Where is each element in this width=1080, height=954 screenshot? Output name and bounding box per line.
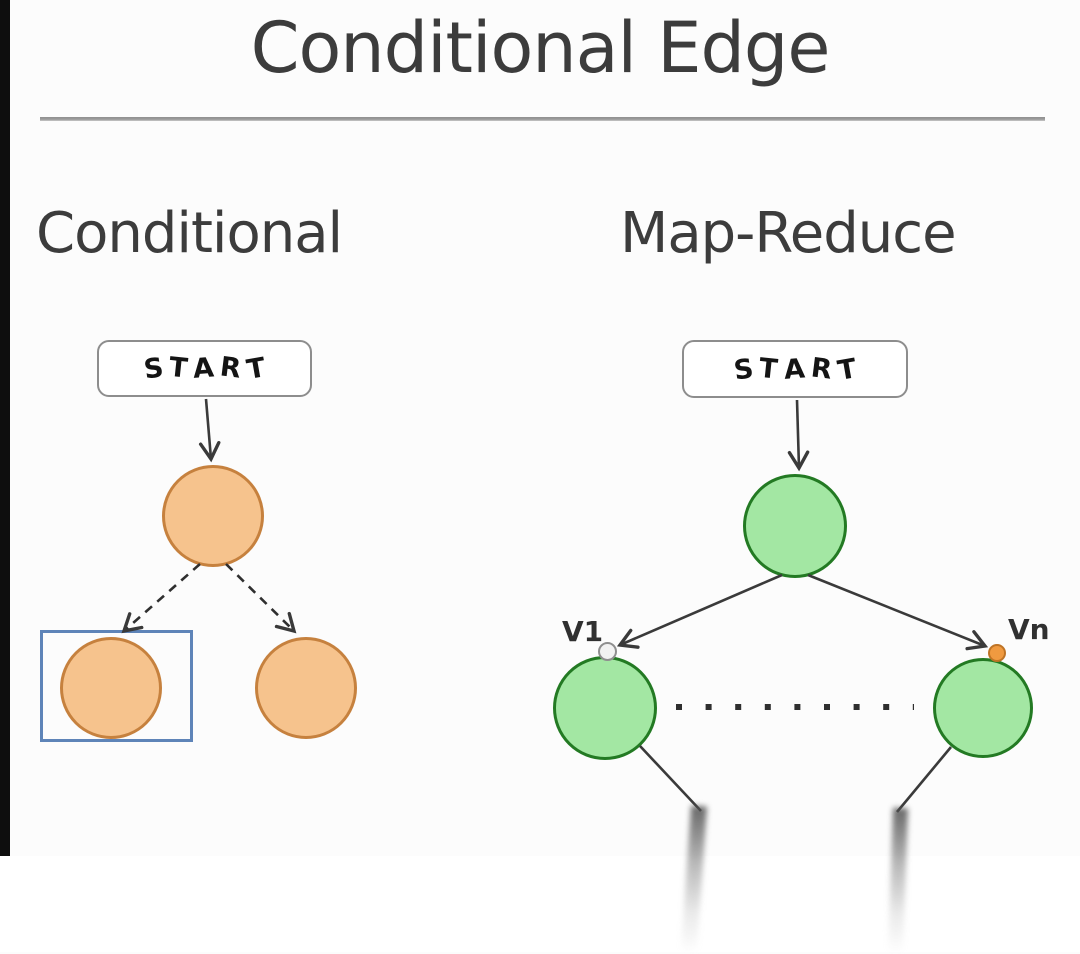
mapreduce-root-node (743, 474, 847, 578)
conditional-dashed-edge-right (225, 563, 297, 634)
v1-label: V1 (562, 615, 604, 648)
mapreduce-edge-to-v1 (616, 573, 783, 649)
title-divider (40, 117, 1045, 121)
conditional-branch-node-right (255, 637, 357, 739)
bottom-white-band (0, 856, 1080, 952)
conditional-start-node: START (97, 340, 312, 397)
mapreduce-vn-node (933, 658, 1033, 758)
mapreduce-start-edge (787, 399, 810, 472)
mapreduce-start-node: START (682, 340, 908, 398)
mapreduce-edge-to-vn (807, 573, 989, 651)
conditional-start-edge (198, 398, 221, 463)
heading-map-reduce: Map-Reduce (620, 201, 957, 266)
mapreduce-start-label: START (731, 351, 865, 387)
vn-outgoing-edge (896, 746, 952, 813)
conditional-branch-node-selected (60, 637, 162, 739)
page-title: Conditional Edge (250, 7, 831, 89)
mapreduce-v1-node (553, 656, 657, 760)
selection-box (40, 630, 193, 742)
left-edge-bar (0, 0, 10, 856)
conditional-start-label: START (141, 351, 275, 386)
v1-port-handle (598, 642, 617, 661)
vn-label: Vn (1008, 613, 1050, 646)
conditional-dashed-edge-left (121, 563, 201, 634)
vn-port-handle (988, 644, 1006, 662)
heading-conditional: Conditional (36, 201, 343, 266)
v1-outgoing-edge (639, 745, 702, 812)
conditional-router-node (162, 465, 264, 567)
